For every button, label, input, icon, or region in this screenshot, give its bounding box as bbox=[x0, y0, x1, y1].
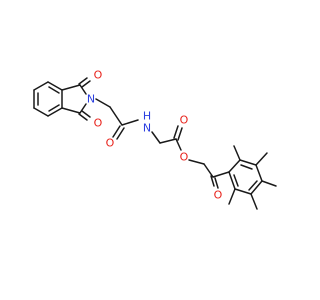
bond bbox=[151, 131, 161, 144]
atom-o-ester-carbonyl: O bbox=[180, 114, 189, 127]
bond bbox=[78, 77, 88, 85]
atom-n-amide: N bbox=[143, 122, 151, 135]
bond bbox=[250, 193, 258, 210]
bond bbox=[79, 84, 87, 95]
bond bbox=[175, 138, 182, 151]
bond bbox=[233, 145, 241, 161]
bond bbox=[177, 127, 183, 141]
bond bbox=[228, 171, 236, 190]
bond bbox=[81, 80, 91, 88]
bond bbox=[234, 188, 252, 195]
bond bbox=[239, 159, 257, 166]
bond bbox=[159, 138, 177, 144]
bond bbox=[79, 103, 87, 114]
bond bbox=[112, 125, 121, 138]
bond bbox=[95, 98, 111, 108]
bond bbox=[121, 119, 139, 126]
bond bbox=[33, 107, 49, 117]
bond bbox=[47, 81, 63, 91]
bond bbox=[188, 159, 205, 165]
bond bbox=[261, 180, 277, 187]
bond bbox=[61, 84, 81, 91]
bond bbox=[78, 113, 88, 121]
bond bbox=[228, 188, 236, 205]
atom-o-imide-top: O bbox=[94, 69, 103, 82]
bond bbox=[173, 125, 179, 139]
bond bbox=[255, 152, 268, 166]
bond bbox=[240, 164, 253, 170]
bond bbox=[210, 175, 215, 187]
bond bbox=[233, 174, 239, 187]
atom-o-ketone: O bbox=[214, 189, 223, 202]
bond bbox=[228, 159, 241, 173]
bond bbox=[212, 171, 230, 178]
bond bbox=[250, 180, 263, 195]
bond bbox=[47, 107, 63, 117]
bond bbox=[61, 107, 81, 114]
bond-lines bbox=[33, 77, 277, 210]
atom-o-imide-bottom: O bbox=[94, 117, 103, 130]
bond bbox=[214, 177, 219, 189]
atom-n-imide: N bbox=[87, 93, 95, 106]
bond bbox=[116, 127, 125, 140]
bond bbox=[33, 81, 49, 91]
atom-o-amide: O bbox=[106, 137, 115, 150]
atom-o-ester: O bbox=[180, 151, 189, 164]
bond bbox=[109, 106, 123, 126]
bond bbox=[248, 180, 258, 191]
bond bbox=[203, 163, 214, 178]
bond bbox=[81, 110, 91, 118]
atom-h-amide: H bbox=[143, 110, 151, 123]
bond bbox=[48, 104, 60, 112]
bond bbox=[48, 86, 60, 94]
bond bbox=[255, 164, 263, 182]
molecule-structure: O N O O N H O O O bbox=[33, 69, 277, 210]
atom-labels: O N O O N H O O O bbox=[87, 69, 223, 202]
